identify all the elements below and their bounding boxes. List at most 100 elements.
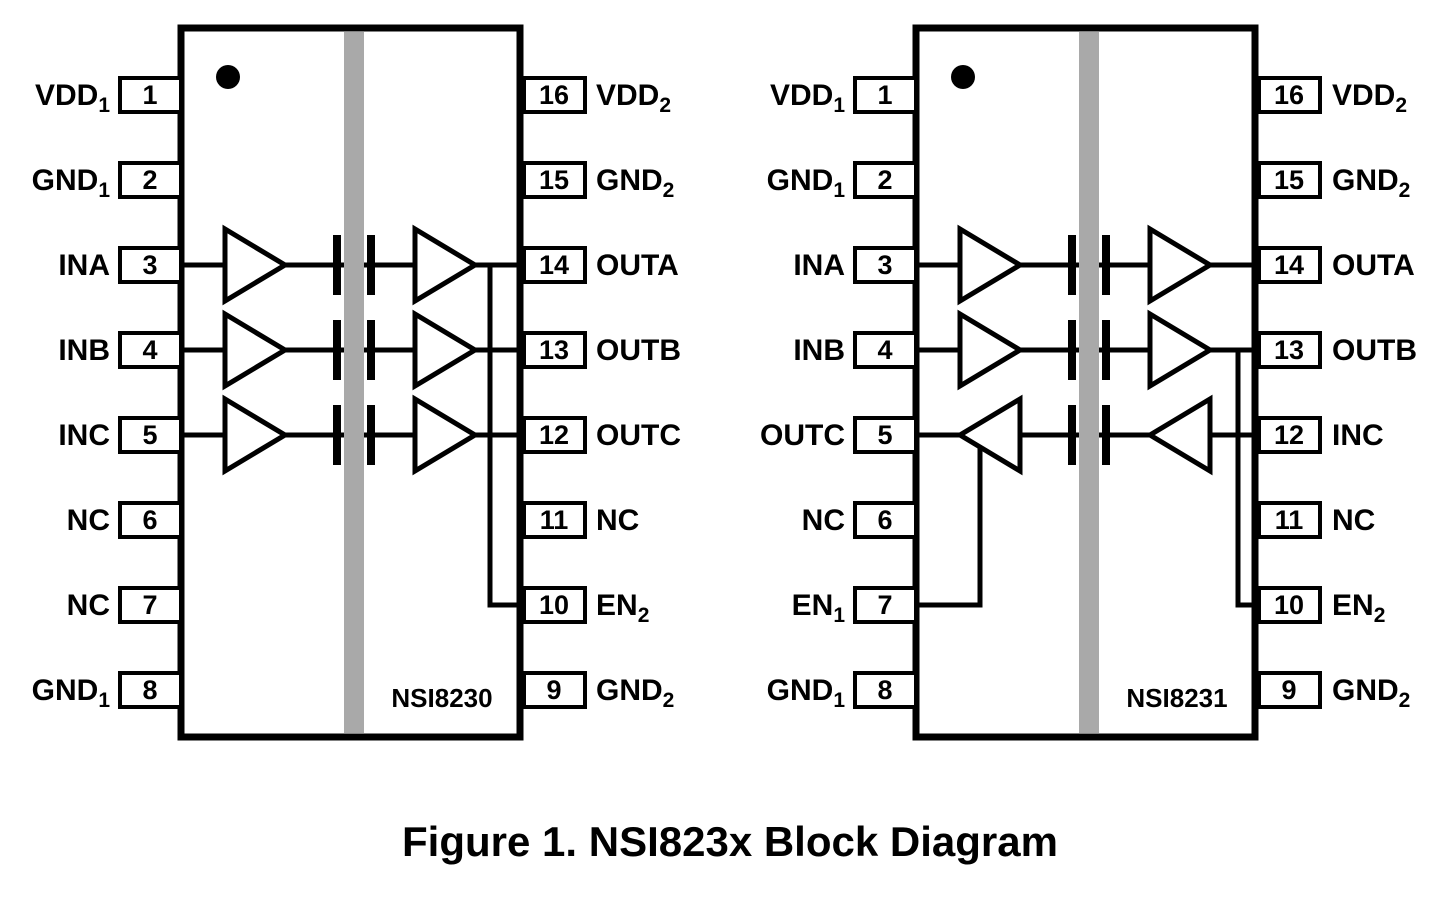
- buffer-triangle: [957, 309, 1025, 391]
- pin-label: OUTC: [760, 419, 845, 452]
- pin-box: [853, 76, 918, 114]
- pin-number: 4: [877, 335, 892, 365]
- pin-box: [1257, 246, 1322, 284]
- pin-box: [1257, 161, 1322, 199]
- pin-label: GND2: [596, 164, 674, 202]
- pin: 16 VDD2: [522, 76, 671, 117]
- pin-label: GND2: [1332, 674, 1410, 712]
- pin-number: 11: [1275, 505, 1304, 535]
- pin-label: INA: [58, 249, 110, 282]
- pin-box: [522, 246, 587, 284]
- pin: 12 INC: [1257, 416, 1384, 454]
- isolation-barrier: [344, 32, 364, 733]
- pin: 6 NC: [802, 501, 918, 539]
- buffer-triangle: [957, 224, 1025, 306]
- pin: 16 VDD2: [1257, 76, 1407, 117]
- pin-box: [118, 76, 183, 114]
- pin-number: 12: [539, 420, 569, 450]
- pin: 13 OUTB: [1257, 331, 1417, 369]
- pin-box: [853, 331, 918, 369]
- pin-box: [118, 501, 183, 539]
- pin-label: OUTB: [596, 334, 681, 367]
- pin-box: [853, 501, 918, 539]
- pin-label: NC: [67, 504, 110, 537]
- pin-number: 1: [877, 80, 892, 110]
- isolation-barrier: [1079, 32, 1099, 733]
- pin-label: OUTA: [596, 249, 679, 282]
- pin: 7 NC: [67, 586, 183, 624]
- pin-box: [853, 671, 918, 709]
- pin-number: 6: [877, 505, 892, 535]
- pin-box: [853, 586, 918, 624]
- pin-number: 9: [1281, 675, 1296, 705]
- pin: 2 GND1: [32, 161, 183, 202]
- pin-label: EN1: [792, 589, 846, 627]
- pin-label: INB: [58, 334, 110, 367]
- buffer-triangle: [222, 309, 290, 391]
- pin-label: OUTB: [1332, 334, 1417, 367]
- pin: 4 INB: [793, 331, 918, 369]
- pin-label: OUTA: [1332, 249, 1415, 282]
- pin-box: [118, 586, 183, 624]
- pin-label: VDD1: [35, 79, 110, 117]
- pin-number: 7: [142, 590, 157, 620]
- figure-caption: Figure 1. NSI823x Block Diagram: [402, 818, 1058, 865]
- pin-label: INC: [58, 419, 110, 452]
- pin: 1 VDD1: [770, 76, 918, 117]
- pin-box: [1257, 76, 1322, 114]
- pin-box: [522, 416, 587, 454]
- buffer-triangle: [412, 394, 480, 476]
- buffer-triangle: [412, 224, 480, 306]
- pin: 2 GND1: [767, 161, 918, 202]
- pin-label: GND1: [32, 674, 111, 712]
- pin-number: 12: [1274, 420, 1304, 450]
- pin-number: 16: [539, 80, 569, 110]
- pin-box: [118, 671, 183, 709]
- pin-label: VDD2: [1332, 79, 1407, 117]
- pin-number: 3: [142, 250, 157, 280]
- pin: 10 EN2: [1257, 586, 1385, 627]
- pin-number: 14: [1274, 250, 1304, 280]
- pin-label: VDD1: [770, 79, 845, 117]
- pin: 7 EN1: [792, 586, 918, 627]
- pin-number: 5: [877, 420, 892, 450]
- pin-number: 9: [546, 675, 561, 705]
- pin: 5 OUTC: [760, 416, 918, 454]
- pin: 15 GND2: [522, 161, 674, 202]
- pin: 6 NC: [67, 501, 183, 539]
- pin-box: [1257, 586, 1322, 624]
- pin-box: [522, 331, 587, 369]
- pin: 9 GND2: [522, 671, 674, 712]
- pin-box: [522, 671, 587, 709]
- enable-wire: [487, 265, 524, 608]
- pin-box: [522, 586, 587, 624]
- pin-label: INB: [793, 334, 845, 367]
- pin: 13 OUTB: [522, 331, 681, 369]
- pin-label: GND2: [1332, 164, 1410, 202]
- pin-label: NC: [67, 589, 110, 622]
- pin: 3 INA: [58, 246, 183, 284]
- chip-name: NSI8230: [391, 683, 492, 713]
- pin: 12 OUTC: [522, 416, 681, 454]
- pin: 11 NC: [522, 501, 639, 539]
- buffer-triangle: [955, 394, 1023, 476]
- pin-box: [1257, 416, 1322, 454]
- pin: 11 NC: [1257, 501, 1375, 539]
- pin-label: EN2: [596, 589, 649, 627]
- pin-label: OUTC: [596, 419, 681, 452]
- pin-number: 2: [877, 165, 892, 195]
- pin-number: 1: [142, 80, 157, 110]
- pin: 15 GND2: [1257, 161, 1410, 202]
- pin-number: 7: [877, 590, 892, 620]
- pin-number: 3: [877, 250, 892, 280]
- buffer-triangle: [1147, 224, 1215, 306]
- pin: 8 GND1: [32, 671, 183, 712]
- pin: 4 INB: [58, 331, 183, 369]
- pin-box: [118, 416, 183, 454]
- pin-box: [522, 501, 587, 539]
- pin-number: 4: [142, 335, 157, 365]
- pin-number: 15: [539, 165, 569, 195]
- pin-label: NC: [1332, 504, 1375, 537]
